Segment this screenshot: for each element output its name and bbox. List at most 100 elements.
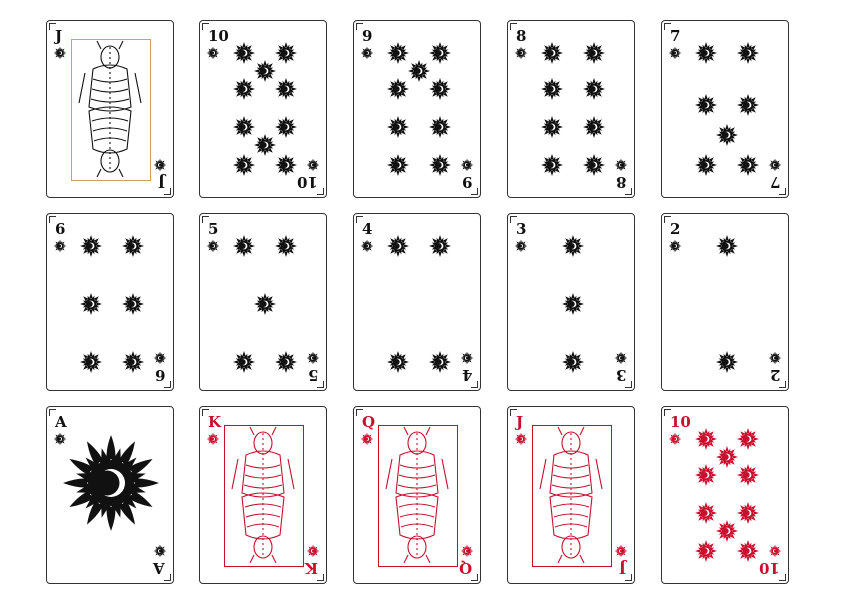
sun-suit-icon <box>614 544 628 558</box>
card-frame <box>532 425 612 567</box>
sun-pip-icon <box>428 77 452 101</box>
card-rank: A <box>55 413 67 431</box>
sun-pip-icon <box>694 93 718 117</box>
card-rank: 10 <box>670 413 691 431</box>
card-rank-inverted: 6 <box>154 366 165 384</box>
card-rank-inverted: 7 <box>769 173 780 191</box>
sun-suit-icon <box>460 544 474 558</box>
sun-suit-icon <box>614 158 628 172</box>
card-rank-inverted: Q <box>458 559 472 577</box>
sun-pip-icon <box>274 153 298 177</box>
sun-pip-icon <box>736 41 760 65</box>
sun-suit-icon <box>153 158 167 172</box>
sun-pip-icon <box>736 501 760 525</box>
sun-pip-icon <box>561 350 585 374</box>
card-rank-inverted: 4 <box>461 366 472 384</box>
king-figure-icon <box>224 425 302 565</box>
card-rank: 9 <box>362 27 373 45</box>
sun-pip-icon <box>79 234 103 258</box>
sun-pip-icon <box>274 115 298 139</box>
sun-suit-icon <box>668 46 682 60</box>
sun-suit-icon <box>153 351 167 365</box>
card-frame <box>224 425 304 567</box>
sun-suit-icon <box>668 239 682 253</box>
card-rank-inverted: J <box>618 559 626 577</box>
queen-figure-icon <box>378 425 456 565</box>
card-frame <box>71 39 151 181</box>
sun-suit-icon <box>306 158 320 172</box>
sun-pip-icon <box>121 350 145 374</box>
sun-suit-icon <box>206 432 220 446</box>
sun-pip-icon <box>540 115 564 139</box>
card-rank: 4 <box>362 220 373 238</box>
sun-suit-icon <box>206 239 220 253</box>
sun-pip-icon <box>232 77 256 101</box>
sun-pip-icon <box>540 77 564 101</box>
sun-suit-icon <box>460 158 474 172</box>
card-rank: 3 <box>516 220 527 238</box>
card-rank-inverted: A <box>153 559 165 577</box>
sun-pip-icon <box>121 234 145 258</box>
card-rank-inverted: 8 <box>615 173 626 191</box>
sun-pip-icon <box>715 350 739 374</box>
sun-suit-icon <box>668 432 682 446</box>
sun-pip-icon <box>428 41 452 65</box>
sun-pip-icon <box>540 153 564 177</box>
sun-pip-icon <box>274 41 298 65</box>
card-red-10[interactable]: 10 10 <box>661 406 789 584</box>
sun-pip-icon <box>694 463 718 487</box>
sun-pip-icon <box>274 234 298 258</box>
sun-suit-icon <box>360 239 374 253</box>
sun-suit-icon <box>153 544 167 558</box>
sun-pip-icon <box>386 234 410 258</box>
card-rank: 8 <box>516 27 527 45</box>
sun-pip-icon <box>736 153 760 177</box>
sun-suit-icon <box>768 158 782 172</box>
sun-suit-icon <box>360 432 374 446</box>
card-rank: Q <box>362 413 376 431</box>
card-frame <box>378 425 458 567</box>
card-rank-inverted: 10 <box>297 173 318 191</box>
sun-pip-icon <box>274 77 298 101</box>
sun-pip-icon <box>715 123 739 147</box>
sun-pip-icon <box>582 77 606 101</box>
card-rank-inverted: J <box>157 173 165 191</box>
card-rank-inverted: 3 <box>615 366 626 384</box>
card-rank: 7 <box>670 27 681 45</box>
sun-suit-icon <box>514 432 528 446</box>
card-rank-inverted: K <box>304 559 318 577</box>
sun-pip-icon <box>582 41 606 65</box>
sun-suit-icon <box>460 351 474 365</box>
card-rank-inverted: 10 <box>759 559 780 577</box>
sun-pip-icon <box>386 77 410 101</box>
sun-pip-icon <box>79 292 103 316</box>
sun-pip-icon <box>79 350 103 374</box>
sun-pip-icon <box>582 153 606 177</box>
sun-moon-icon <box>61 433 161 533</box>
sun-pip-icon <box>253 292 277 316</box>
sun-pip-icon <box>386 153 410 177</box>
sun-pip-icon <box>582 115 606 139</box>
sun-pip-icon <box>540 41 564 65</box>
sun-pip-icon <box>428 115 452 139</box>
sun-suit-icon <box>614 351 628 365</box>
card-rank: 2 <box>670 220 681 238</box>
card-rank-inverted: 5 <box>307 366 318 384</box>
sun-pip-icon <box>561 234 585 258</box>
sun-pip-icon <box>736 427 760 451</box>
jack-figure-icon <box>532 425 610 565</box>
